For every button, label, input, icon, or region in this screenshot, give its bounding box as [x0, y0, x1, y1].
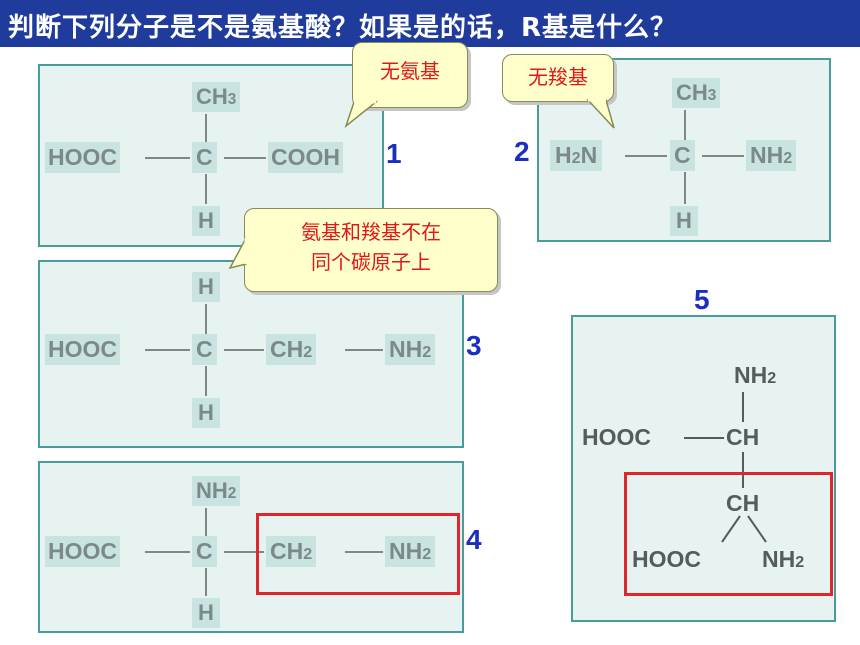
m5-ch-1: CH [726, 424, 760, 450]
m2-bond-top [684, 110, 686, 140]
m4-ch2: CH2 [266, 536, 317, 567]
callout-no-carboxyl: 无羧基 [502, 54, 614, 102]
callout-no-amino: 无氨基 [352, 42, 468, 108]
m4-bond-top [205, 508, 207, 536]
callout-no-carboxyl-tail [586, 98, 615, 129]
m2-bond-right [702, 155, 744, 157]
m1-bond-bottom [205, 174, 207, 204]
m4-r-group-highlight [256, 513, 460, 595]
m2-bond-left [625, 155, 667, 157]
m3-bond-top [205, 304, 207, 334]
molecule-2-number: 2 [514, 136, 530, 167]
molecule-5-number: 5 [694, 284, 710, 315]
callout-not-same-carbon-tail [228, 237, 248, 270]
m2-bond-bottom [684, 172, 686, 204]
m4-bond-bottom [205, 568, 207, 596]
m5-bond-middle [742, 452, 744, 488]
slide-title: 判断下列分子是不是氨基酸？如果是的话，R基是什么？ [8, 13, 678, 43]
m3-bond-2 [224, 349, 264, 351]
m4-bond-3 [345, 551, 383, 553]
m5-nh2-top: NH2 [734, 362, 777, 388]
m2-c: C [670, 140, 695, 171]
molecule-5-panel [571, 315, 836, 622]
m1-ch3: CH3 [192, 82, 241, 112]
m3-nh2: NH2 [385, 334, 436, 365]
m4-bond-1 [145, 551, 190, 553]
m2-h2n: H2N [550, 140, 603, 171]
m4-bond-2 [224, 551, 264, 553]
m3-h-top: H [192, 272, 220, 302]
m3-hooc: HOOC [45, 334, 120, 365]
m5-hooc-branch: HOOC [632, 546, 701, 572]
m3-bond-3 [345, 349, 383, 351]
title-bar: 判断下列分子是不是氨基酸？如果是的话，R基是什么？ [0, 0, 860, 47]
m5-bond-left [684, 437, 724, 439]
m1-c: C [192, 142, 217, 173]
m4-hooc: HOOC [45, 536, 120, 567]
m1-bond-right [224, 157, 266, 159]
m5-branch-bonds [721, 515, 767, 543]
m1-cooh: COOH [268, 142, 343, 173]
callout-not-same-carbon: 氨基和羧基不在 同个碳原子上 [244, 208, 498, 292]
m4-nh2-right: NH2 [385, 536, 436, 567]
m1-bond-top [205, 114, 207, 142]
m5-ch-2: CH [726, 490, 760, 516]
m3-ch2: CH2 [266, 334, 317, 365]
m1-hooc: HOOC [45, 142, 120, 173]
molecule-4-number: 4 [466, 524, 482, 555]
m3-h-bottom: H [192, 398, 220, 428]
m3-bond-bottom [205, 366, 207, 396]
m5-bond-top [742, 392, 744, 422]
m5-nh2-branch: NH2 [762, 546, 805, 572]
m5-hooc: HOOC [582, 424, 651, 450]
m5-r-group-highlight [624, 472, 833, 596]
molecule-1-number: 1 [386, 138, 402, 169]
callout-no-amino-tail [344, 100, 379, 129]
molecule-3-number: 3 [466, 330, 482, 361]
m4-c: C [192, 536, 217, 567]
m2-nh2: NH2 [746, 140, 797, 171]
m3-c: C [192, 334, 217, 365]
m2-ch3: CH3 [672, 78, 721, 108]
m2-h: H [670, 206, 698, 236]
m3-bond-1 [145, 349, 190, 351]
m1-bond-left [145, 157, 190, 159]
m1-h: H [192, 206, 220, 236]
m4-h-bottom: H [192, 598, 220, 628]
m4-nh2-top: NH2 [192, 476, 241, 506]
